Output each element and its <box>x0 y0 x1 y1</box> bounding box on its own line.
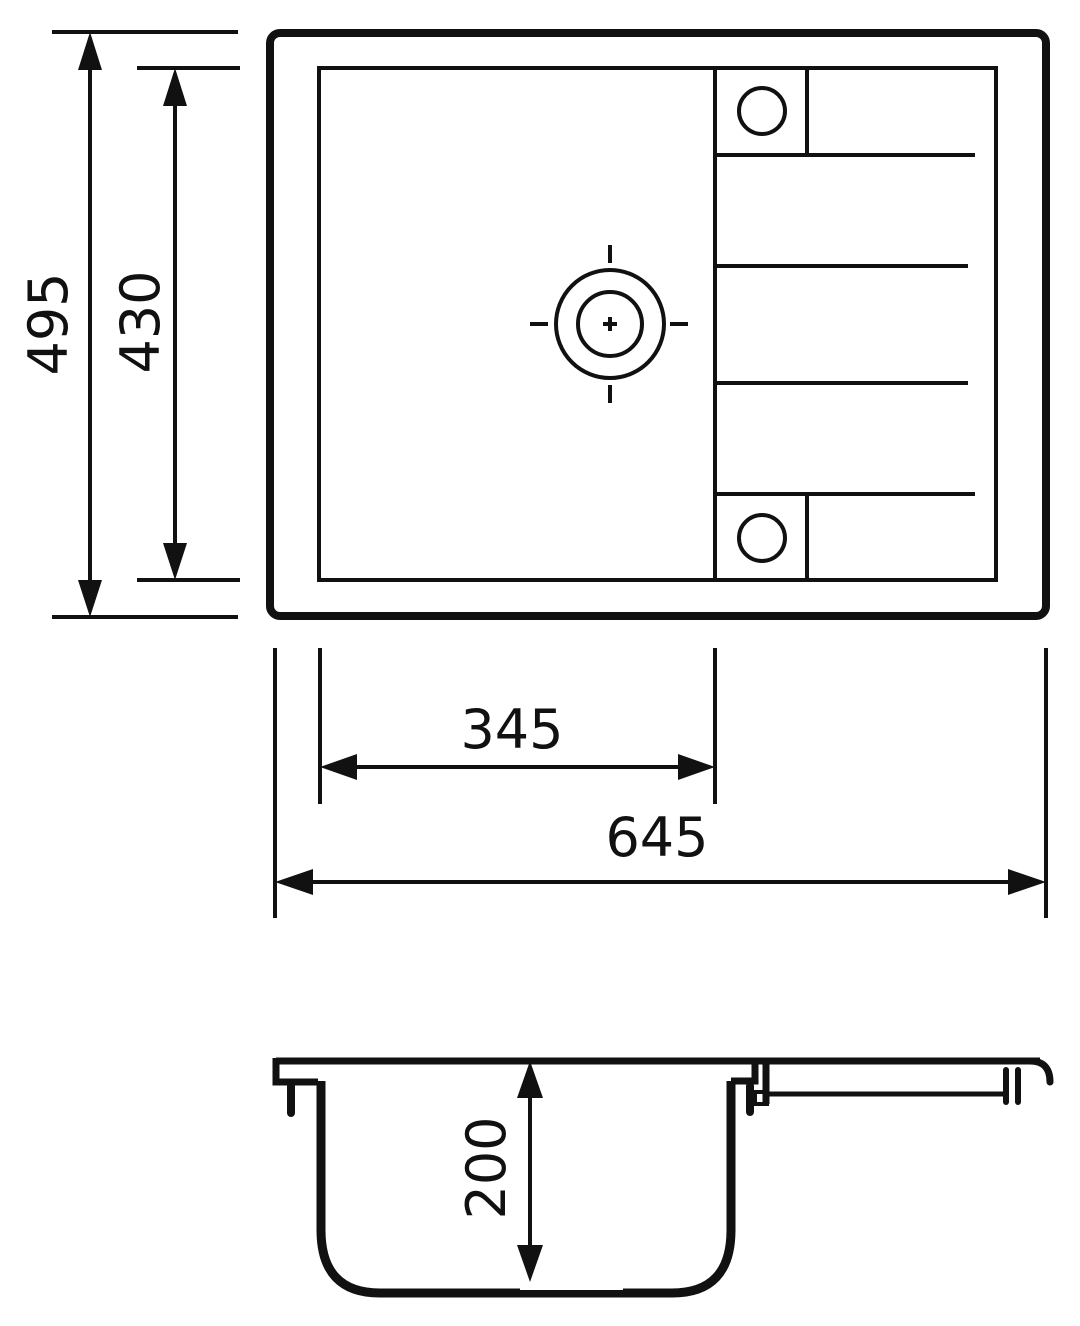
dimension-overall-width: 645 <box>273 648 1048 918</box>
tap-hole-bottom-icon <box>737 513 787 563</box>
tap-hole-top-icon <box>737 86 787 136</box>
dimension-label-345: 345 <box>460 698 563 761</box>
dimension-overall-depth: 495 <box>17 30 238 619</box>
arrow-down-icon <box>517 1245 543 1282</box>
arrow-down-icon <box>78 580 102 617</box>
dimension-label-645: 645 <box>605 806 708 869</box>
arrow-up-icon <box>163 68 187 106</box>
dimension-bowl-height: 200 <box>455 1061 543 1282</box>
arrow-up-icon <box>517 1061 543 1098</box>
arrow-left-icon <box>320 754 357 780</box>
arrow-right-icon <box>1008 869 1046 895</box>
sink-outer-rim <box>266 29 1050 620</box>
arrow-up-icon <box>78 32 102 70</box>
dimension-bowl-depth: 430 <box>109 66 240 582</box>
dimension-label-495: 495 <box>17 272 80 375</box>
drain-icon <box>530 245 688 403</box>
arrow-right-icon <box>678 754 715 780</box>
dimension-label-430: 430 <box>109 270 172 373</box>
arrow-down-icon <box>163 543 187 580</box>
top-view <box>266 29 1050 620</box>
dimension-bowl-width: 345 <box>318 648 717 804</box>
dimension-label-200: 200 <box>455 1116 518 1219</box>
side-view <box>272 1057 1054 1298</box>
inner-frame <box>317 66 998 582</box>
arrow-left-icon <box>275 869 313 895</box>
